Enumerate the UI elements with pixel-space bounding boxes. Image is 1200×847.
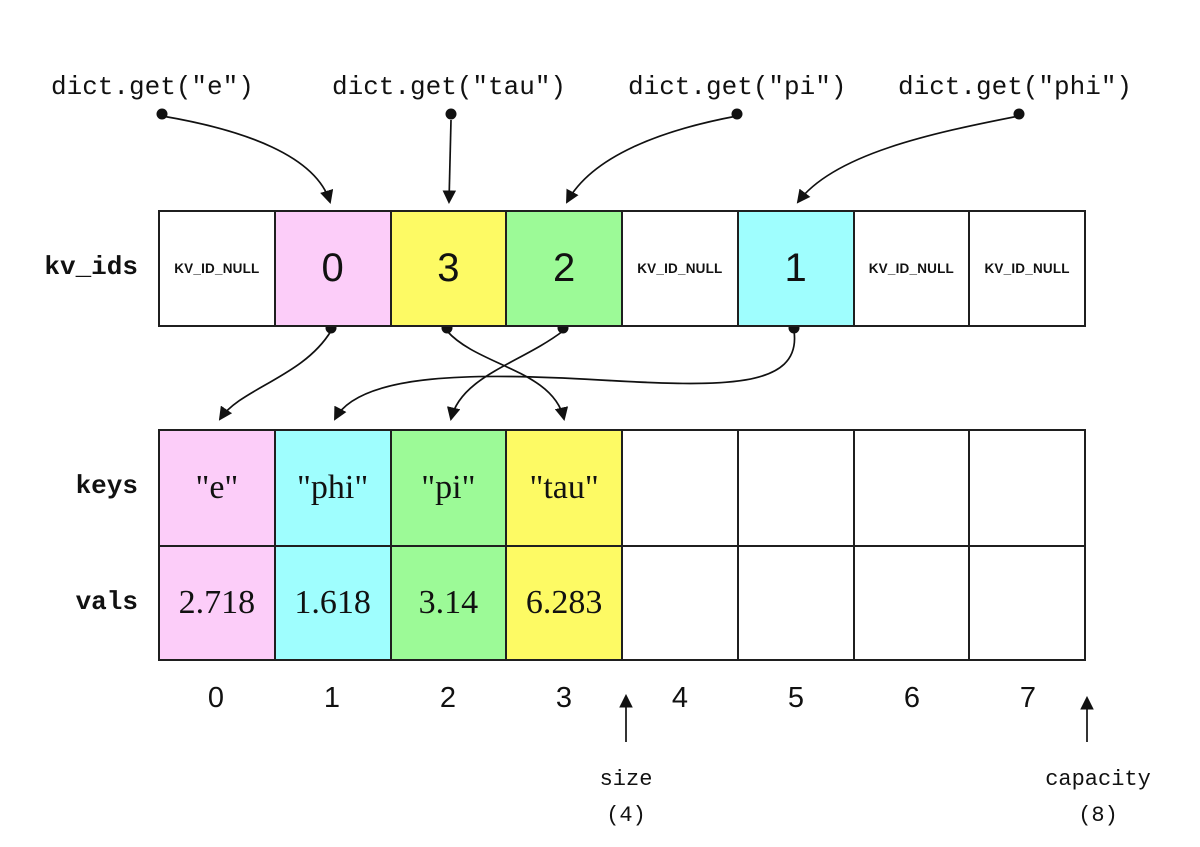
kv-ids-cell-1: 0	[273, 212, 390, 325]
keys-cell-6	[852, 431, 969, 545]
arrow-id1-to-keys1	[334, 330, 796, 421]
index-3: 3	[555, 682, 573, 714]
index-0: 0	[207, 682, 225, 714]
index-2: 2	[439, 682, 457, 714]
capacity-value: (8)	[1078, 803, 1118, 828]
keys-cell-4	[621, 431, 737, 545]
query-label-e: dict.get("e")	[51, 72, 254, 102]
arrow-pi-to-slot3	[566, 115, 738, 204]
vals-cell-5	[736, 547, 853, 659]
index-6: 6	[903, 682, 921, 714]
vals-cell-4	[621, 547, 737, 659]
kv-ids-cell-0: KV_ID_NULL	[160, 212, 274, 325]
kv-ids-cell-7: KV_ID_NULL	[968, 212, 1084, 325]
keys-cell-7	[968, 431, 1084, 545]
arrow-e-to-slot1	[161, 115, 334, 204]
query-arrows	[161, 115, 1020, 205]
size-annotation: size (4)	[546, 762, 706, 834]
keys-row-label: keys	[75, 471, 138, 501]
kv-ids-cell-4: KV_ID_NULL	[621, 212, 737, 325]
keys-cell-1: "phi"	[273, 431, 390, 545]
keys-cell-3: "tau"	[505, 431, 621, 545]
kv-ids-cell-3: 2	[505, 212, 621, 325]
size-value: (4)	[606, 803, 646, 828]
vals-array: 2.718 1.618 3.14 6.283	[158, 545, 1086, 661]
query-label-tau: dict.get("tau")	[332, 72, 567, 102]
arrow-id0-to-keys0	[218, 330, 332, 421]
arrow-id2-to-keys2	[447, 330, 564, 421]
size-label: size	[599, 767, 653, 792]
id-arrows	[218, 330, 796, 421]
arrow-phi-to-slot5	[796, 115, 1020, 204]
index-7: 7	[1019, 682, 1037, 714]
keys-cell-0: "e"	[160, 431, 274, 545]
vals-row-label: vals	[75, 587, 138, 617]
kv-ids-cell-6: KV_ID_NULL	[852, 212, 969, 325]
keys-array: "e" "phi" "pi" "tau"	[158, 429, 1086, 545]
capacity-annotation: capacity (8)	[1018, 762, 1178, 834]
keys-cell-5	[736, 431, 853, 545]
kv-ids-cell-2: 3	[389, 212, 506, 325]
vals-cell-2: 3.14	[389, 547, 506, 659]
vals-cell-0: 2.718	[160, 547, 274, 659]
query-label-phi: dict.get("phi")	[898, 72, 1133, 102]
query-dots	[156, 108, 1025, 120]
index-4: 4	[671, 682, 689, 714]
vals-cell-7	[968, 547, 1084, 659]
kv-ids-cell-5: 1	[736, 212, 853, 325]
kv-ids-row-label: kv_ids	[44, 252, 138, 282]
index-5: 5	[787, 682, 805, 714]
vals-cell-3: 6.283	[505, 547, 621, 659]
arrow-id3-to-keys3	[446, 330, 569, 421]
arrow-tau-to-slot2	[442, 119, 457, 205]
keys-cell-2: "pi"	[389, 431, 506, 545]
query-label-pi: dict.get("pi")	[628, 72, 847, 102]
index-row: 0 1 2 3 4 5 6 7	[158, 682, 1086, 715]
index-1: 1	[323, 682, 341, 714]
capacity-label: capacity	[1045, 767, 1151, 792]
vals-cell-1: 1.618	[273, 547, 390, 659]
vals-cell-6	[852, 547, 969, 659]
kv-ids-array: KV_ID_NULL 0 3 2 KV_ID_NULL 1 KV_ID_NULL…	[158, 210, 1086, 327]
